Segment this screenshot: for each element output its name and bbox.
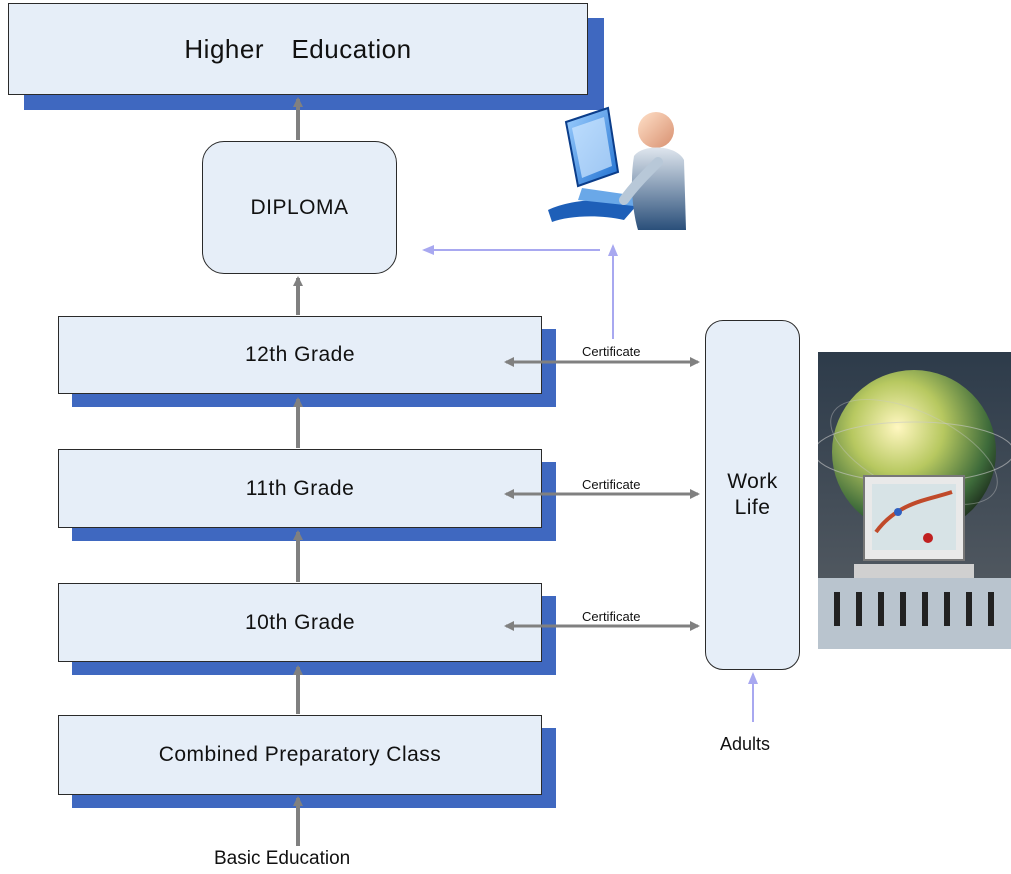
grade-12-box: 12th Grade: [58, 316, 542, 394]
globe-icon: [818, 352, 1011, 649]
certificate-label-10: Certificate: [582, 609, 641, 624]
preparatory-box: Combined Preparatory Class: [58, 715, 542, 795]
basic-education-label: Basic Education: [214, 848, 351, 869]
work-life-label: Work Life: [727, 469, 778, 519]
grade-11-label: 11th Grade: [245, 476, 355, 500]
diploma-label: DIPLOMA: [250, 195, 349, 219]
preparatory-label: Combined Preparatory Class: [158, 743, 442, 766]
grade-11-box: 11th Grade: [58, 449, 542, 528]
diploma-box: DIPLOMA: [202, 141, 397, 274]
computer-user-image: [538, 100, 698, 240]
adults-label: Adults: [720, 734, 771, 754]
certificate-label-12: Certificate: [582, 344, 641, 359]
grade-10-label: 10th Grade: [244, 610, 356, 634]
computer-user-icon: [548, 106, 686, 230]
globe-computer-image: [818, 352, 1011, 649]
grade-12-label: 12th Grade: [244, 343, 356, 366]
work-life-box: Work Life: [705, 320, 800, 670]
higher-education-box: Higher Education: [8, 3, 588, 95]
higher-education-label: Higher Education: [184, 33, 412, 64]
certificate-label-11: Certificate: [582, 477, 641, 492]
